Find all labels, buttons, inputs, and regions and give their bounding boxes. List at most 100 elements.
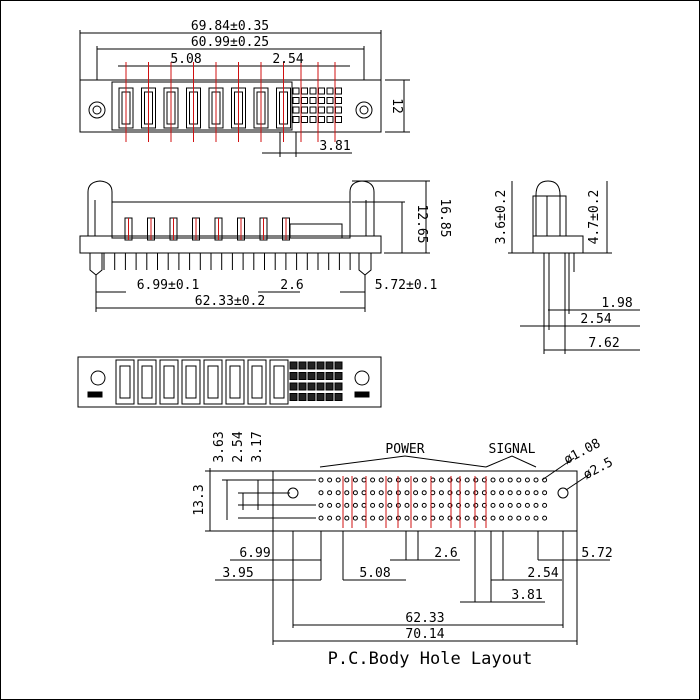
bottom-slot-inner	[119, 365, 131, 399]
pcb-hole	[507, 477, 513, 483]
pcb-hole	[473, 490, 479, 496]
pcb-hole	[524, 515, 530, 521]
pcb-hole	[507, 502, 513, 508]
pcb-hole	[456, 502, 462, 508]
pcb-hole	[542, 502, 548, 508]
pcb-hole	[473, 502, 479, 508]
front-base	[79, 235, 382, 254]
pcb-hole	[387, 490, 393, 496]
bottom-slot	[269, 359, 289, 405]
bottom-slot-inner	[141, 365, 153, 399]
bottom-signal-cell	[307, 361, 316, 370]
bottom-slot-inner	[207, 365, 219, 399]
pcb-hole	[370, 490, 376, 496]
top-dim-power-pitch: 5.08	[170, 52, 201, 67]
pcb-hole	[344, 502, 350, 508]
pcb-hole	[490, 477, 496, 483]
layout-dim-power-pitch: 5.08	[359, 566, 390, 581]
top-dim-signal-col: 3.81	[319, 139, 350, 154]
signal-cell	[309, 116, 317, 123]
mount-hole-right	[355, 101, 373, 119]
pcb-hole	[335, 502, 341, 508]
bottom-slot-inner	[229, 365, 241, 399]
layout-dim-v3: 3.17	[250, 431, 265, 462]
bottom-marker-left	[87, 391, 103, 398]
bottom-slot	[159, 359, 179, 405]
front-dim-height-a: 12.65	[414, 204, 429, 243]
layout-dim-v1: 3.63	[212, 431, 227, 462]
bottom-signal-cell	[316, 393, 325, 401]
pcb-hole	[507, 490, 513, 496]
bottom-signal-cell	[325, 361, 334, 370]
layout-dim-signal-pitch: 2.54	[527, 566, 558, 581]
bottom-signal-cell	[298, 361, 307, 370]
layout-dim-edge: 3.95	[222, 566, 253, 581]
pcb-hole	[490, 490, 496, 496]
side-dim-c: 7.62	[588, 336, 619, 351]
signal-cell	[292, 106, 300, 114]
signal-cell	[292, 97, 300, 104]
signal-cell	[326, 116, 334, 123]
bottom-signal-cell	[298, 372, 307, 380]
pcb-hole	[499, 515, 505, 521]
layout-hole-grid	[318, 476, 548, 528]
pcb-hole	[378, 502, 384, 508]
bottom-slot-group	[115, 359, 289, 405]
pcb-hole	[542, 490, 548, 496]
leader-small-hole	[541, 457, 575, 481]
pcb-hole	[516, 490, 522, 496]
pcb-hole	[327, 515, 333, 521]
bottom-signal-cell	[289, 361, 298, 370]
mount-hole-left	[88, 101, 106, 119]
pcb-hole	[370, 515, 376, 521]
pcb-hole	[516, 477, 522, 483]
pcb-hole	[533, 502, 539, 508]
bottom-slot	[137, 359, 157, 405]
pcb-hole	[413, 477, 419, 483]
bottom-hole-left	[90, 370, 106, 386]
layout-dim-right-offset: 5.72	[581, 546, 612, 561]
layout-label-signal: SIGNAL	[489, 442, 536, 457]
pcb-hole	[421, 477, 427, 483]
signal-cell	[309, 87, 317, 95]
pcb-hole	[318, 502, 324, 508]
bottom-signal-cell	[334, 372, 343, 380]
bottom-slot-inner	[251, 365, 263, 399]
layout-dim-span: 62.33	[405, 611, 444, 626]
pcb-hole	[413, 490, 419, 496]
mount-hole-right-inner	[359, 105, 369, 115]
signal-cell	[326, 106, 334, 114]
side-view	[508, 180, 640, 354]
pcb-hole	[438, 490, 444, 496]
pcb-hole	[378, 515, 384, 521]
pcb-hole	[335, 515, 341, 521]
pcb-hole	[387, 515, 393, 521]
signal-cell	[292, 87, 300, 95]
pcb-hole	[438, 502, 444, 508]
pcb-hole	[344, 515, 350, 521]
pcb-hole	[404, 490, 410, 496]
front-view	[79, 180, 430, 312]
top-dim-inner: 60.99±0.25	[191, 35, 269, 50]
hole-layout-view	[205, 455, 610, 645]
bottom-slot	[115, 359, 135, 405]
pcb-hole	[327, 477, 333, 483]
bottom-signal-cell	[307, 382, 316, 391]
pcb-hole	[335, 477, 341, 483]
pcb-hole	[318, 477, 324, 483]
layout-board-outline	[272, 470, 578, 532]
front-dim-pitch: 2.6	[280, 278, 303, 293]
pcb-hole	[447, 490, 453, 496]
bottom-signal-cell	[334, 393, 343, 401]
pcb-hole	[327, 490, 333, 496]
pcb-hole	[464, 515, 470, 521]
side-dim-left: 3.6±0.2	[494, 190, 509, 245]
side-dim-b: 2.54	[580, 312, 611, 327]
pcb-hole	[524, 477, 530, 483]
front-dim-right-offset: 5.72±0.1	[375, 278, 438, 293]
pcb-hole	[335, 490, 341, 496]
pcb-hole	[473, 515, 479, 521]
pcb-hole	[499, 490, 505, 496]
front-dim-overall: 62.33±0.2	[195, 294, 265, 309]
bottom-slot	[181, 359, 201, 405]
